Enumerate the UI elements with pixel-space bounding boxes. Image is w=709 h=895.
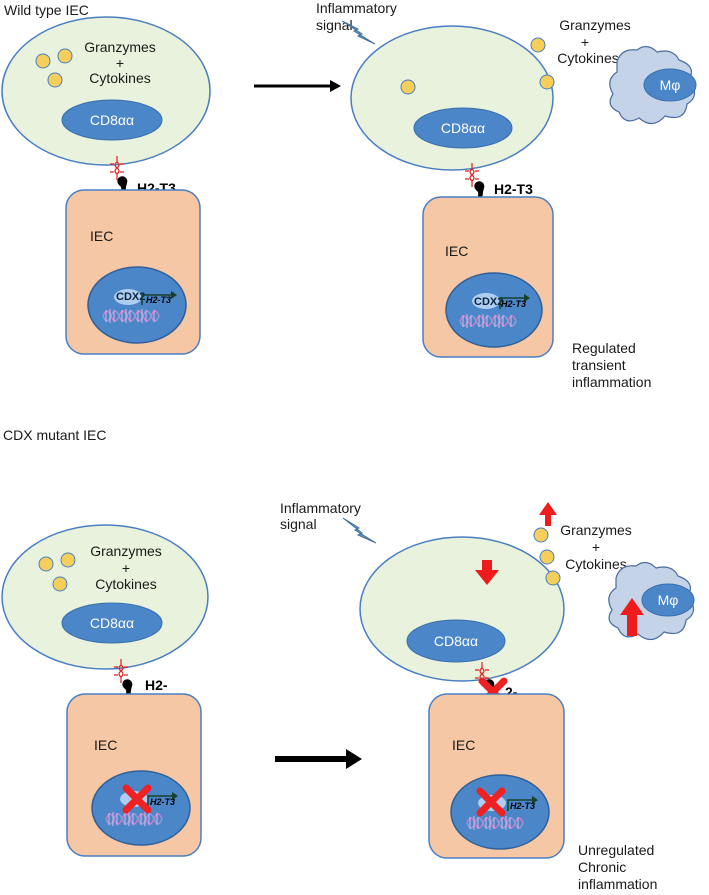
plus-label: + [116, 55, 124, 71]
outcome-regulated-2: transient [572, 357, 626, 373]
granule [530, 37, 546, 53]
nucleus-wt-left [87, 266, 187, 344]
inflammatory-label: Inflammatory [280, 500, 361, 516]
plus-label: + [122, 560, 130, 576]
promoter-arrow-icon [499, 297, 524, 309]
gene-label: H2-T3 [510, 801, 535, 811]
cdx2-label: CDX2 [474, 296, 503, 308]
promoter-arrow-icon [141, 294, 171, 305]
macrophage-label: Mφ [658, 592, 679, 608]
granule [400, 79, 416, 95]
signal-label: signal [280, 516, 317, 532]
t-cell-wt-right [350, 25, 554, 171]
iec-label: IEC [445, 243, 468, 259]
cytokines-label: Cytokines [557, 50, 618, 66]
red-down-arrow-icon [475, 560, 499, 585]
cdx-mutant-title: CDX mutant IEC [3, 427, 106, 443]
cytokines-label: Cytokines [89, 70, 150, 86]
nucleus-mut-left [91, 770, 191, 846]
outcome-unregulated-3: inflammation [578, 876, 657, 892]
outcome-regulated-3: inflammation [572, 374, 651, 390]
granule [47, 72, 63, 88]
granzymes-label: Granzymes [84, 39, 156, 55]
iec-label: IEC [452, 737, 475, 753]
cdx2-label: CDX2 [116, 291, 145, 303]
granzymes-label: Granzymes [560, 522, 632, 538]
cd8-label: CD8αα [434, 633, 478, 649]
t-cell-mut-left [1, 524, 209, 670]
cytokines-label: Cytokines [565, 556, 626, 572]
macrophage-nucleus [641, 583, 695, 617]
cdx2-protein [114, 289, 142, 305]
iec-label: IEC [90, 228, 113, 244]
arrowhead-icon [524, 294, 530, 302]
cd8-receptor-wt-right [413, 107, 513, 149]
macrophage-nucleus [643, 68, 697, 102]
macrophage-label: Mφ [660, 77, 681, 93]
inflammatory-label: Inflammatory [316, 0, 397, 16]
outcome-unregulated-2: Chronic [578, 859, 626, 875]
granule [533, 527, 549, 543]
promoter-arrow-icon [147, 795, 172, 807]
granule [539, 74, 555, 90]
red-up-arrow-icon [620, 598, 644, 636]
red-up-arrow-icon [539, 502, 557, 526]
cytokines-label: Cytokines [95, 576, 156, 592]
granule [38, 556, 54, 572]
granule [539, 549, 555, 565]
lightning-bolt-icon [341, 20, 376, 45]
h2t3-label-line1: H2- [145, 677, 168, 693]
arrowhead-icon [171, 291, 177, 299]
outcome-regulated-1: Regulated [572, 340, 636, 356]
wild-type-title: Wild type IEC [4, 2, 89, 18]
granule [35, 53, 51, 69]
lightning-bolt-icon [342, 517, 377, 544]
nucleus-wt-right [445, 272, 543, 348]
gene-label: H2-T3 [150, 797, 175, 807]
h2t3-label: H2-T3 [494, 181, 533, 197]
cdx2-protein [472, 293, 500, 309]
arrowhead-icon [172, 792, 178, 800]
granule [52, 576, 68, 592]
signal-label: signal [316, 17, 353, 33]
granzymes-label: Granzymes [559, 17, 631, 33]
cd8-receptor-wt-left [61, 99, 163, 141]
granzymes-label: Granzymes [90, 543, 162, 559]
granule [545, 570, 561, 586]
cd8-label: CD8αα [90, 112, 134, 128]
cd8-receptor-mut-right [406, 619, 506, 663]
iec-label: IEC [94, 737, 117, 753]
gene-label: H2-T3 [146, 295, 171, 305]
cd8-label: CD8αα [90, 615, 134, 631]
granule [60, 552, 76, 568]
cd8-receptor-mut-left [61, 602, 163, 644]
gene-label: H2-T3 [501, 299, 526, 309]
cd8-label: CD8αα [441, 120, 485, 136]
arrowhead-icon [532, 796, 538, 804]
arrowhead-icon [330, 80, 341, 92]
plus-label: + [592, 539, 600, 555]
outcome-unregulated-1: Unregulated [578, 842, 654, 858]
promoter-arrow-icon [507, 799, 532, 811]
arrowhead-icon [346, 749, 362, 769]
granule [57, 48, 73, 64]
plus-label: + [581, 34, 589, 50]
